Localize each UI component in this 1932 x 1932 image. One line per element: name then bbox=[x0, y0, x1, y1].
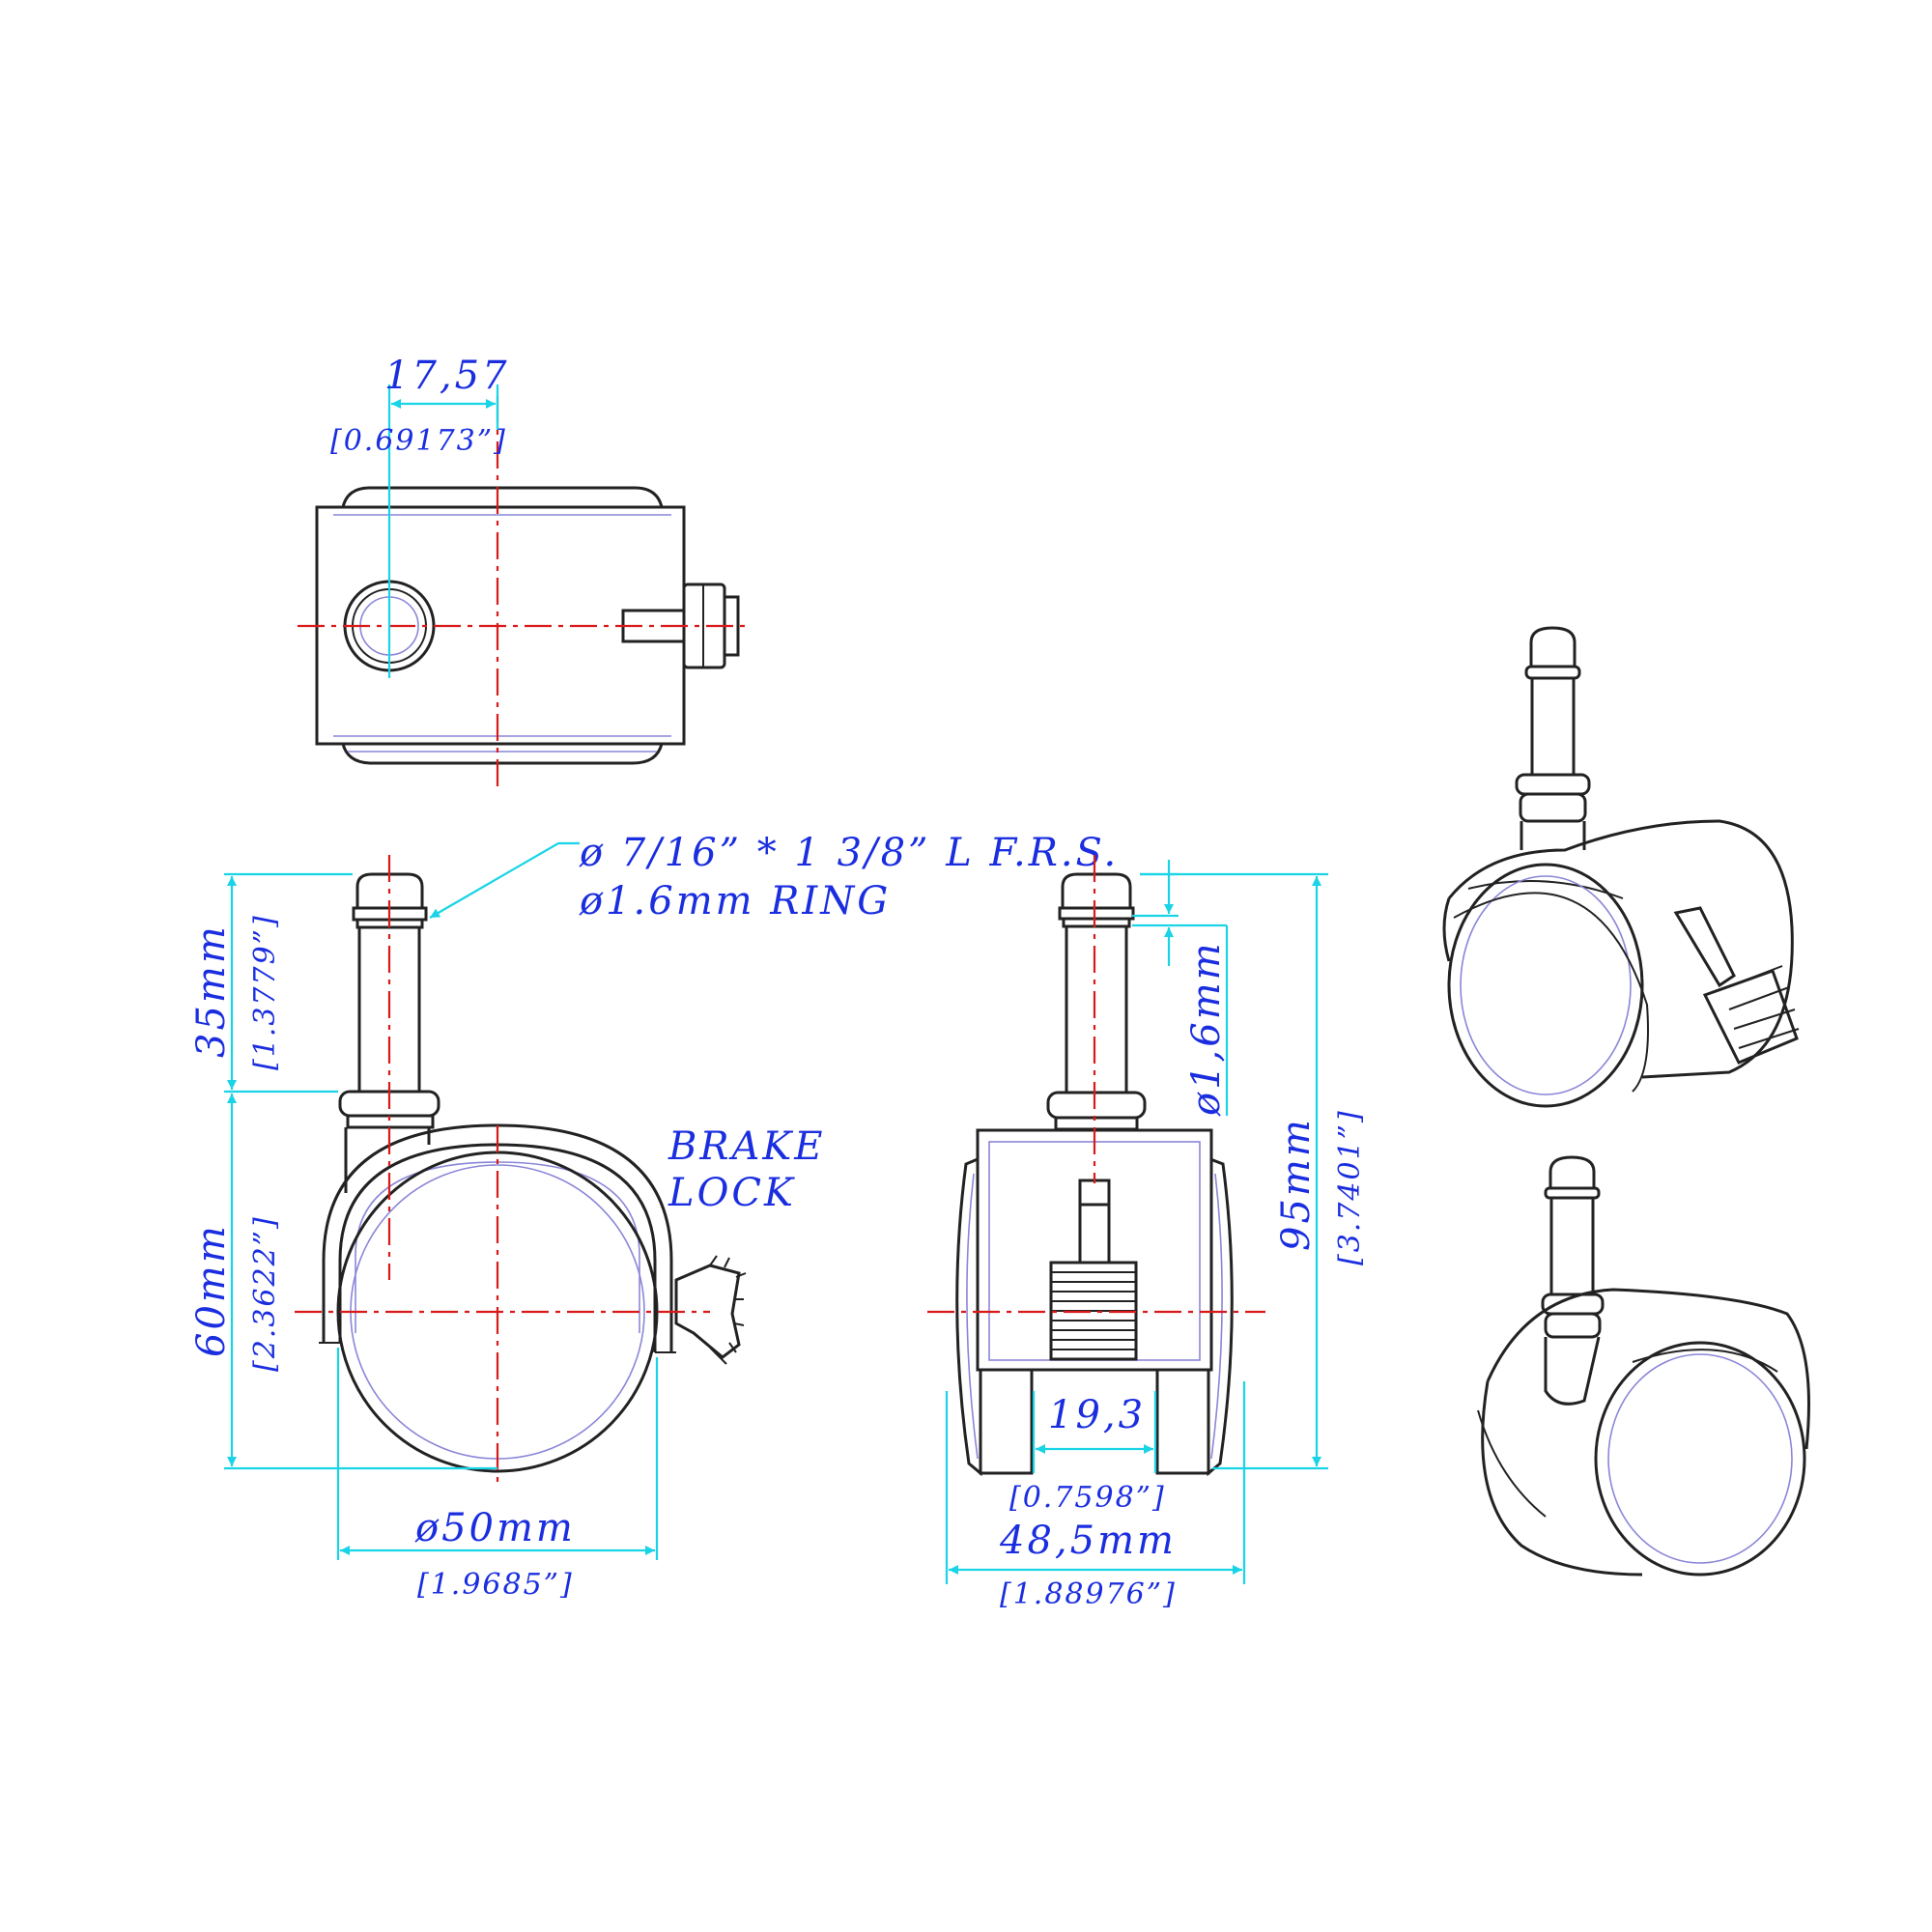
wheel-diameter-in-label: [1.9685”] bbox=[417, 1568, 574, 1602]
width-in-label: [1.88976”] bbox=[1000, 1577, 1177, 1611]
front-view: ø1,6mm 95mm [3.7401”] 19,3 [0.7598”] 48,… bbox=[927, 855, 1367, 1611]
brake-label-line1: BRAKE bbox=[668, 1124, 825, 1169]
isometric-view-plain bbox=[1477, 1155, 1810, 1577]
body-height-in-label: [2.3622”] bbox=[248, 1215, 282, 1372]
stem-note-line2: ø1.6mm RING bbox=[579, 879, 891, 923]
stem-height-mm-label: 35mm bbox=[189, 923, 234, 1058]
stem-height-in-label: [1.3779”] bbox=[248, 914, 282, 1070]
body-height-mm-label: 60mm bbox=[189, 1223, 234, 1357]
top-view: 17,57 [0.69173”] bbox=[298, 354, 752, 792]
brake-label-line2: LOCK bbox=[668, 1171, 796, 1215]
offset-in-label: [0.69173”] bbox=[330, 424, 507, 458]
width-mm-label: 48,5mm bbox=[999, 1519, 1177, 1563]
offset-mm-label: 17,57 bbox=[384, 354, 510, 398]
stem-note-leader bbox=[429, 841, 580, 919]
ring-mm-label: ø1,6mm bbox=[1184, 940, 1229, 1117]
wheel-diameter-mm-label: ø50mm bbox=[414, 1506, 576, 1550]
side-view: 35mm [1.3779”] 60mm [2.3622”] ø50mm [1.9… bbox=[189, 831, 1119, 1602]
total-height-mm-label: 95mm bbox=[1274, 1117, 1319, 1251]
isometric-view-brake bbox=[1442, 626, 1800, 1108]
gap-mm-label: 19,3 bbox=[1048, 1393, 1146, 1437]
gap-in-label: [0.7598”] bbox=[1009, 1481, 1166, 1515]
total-height-in-label: [3.7401”] bbox=[1333, 1109, 1367, 1265]
stem-note-line1: ø 7/16” * 1 3/8” L F.R.S. bbox=[579, 831, 1119, 875]
